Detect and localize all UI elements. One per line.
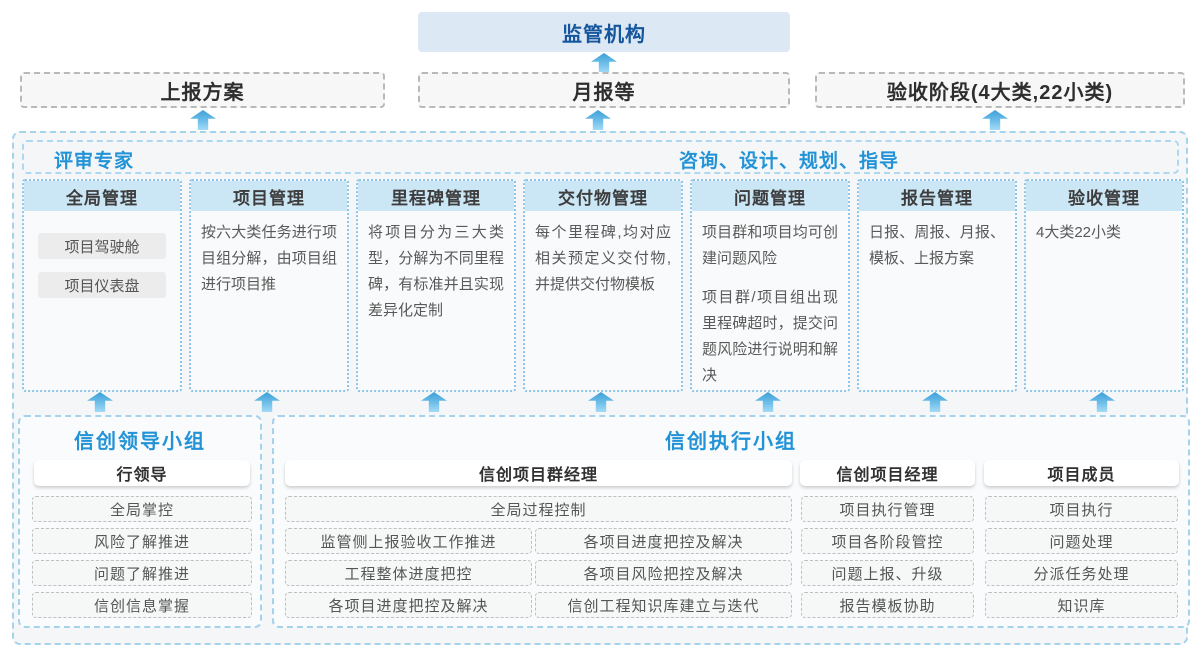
- execution-group-title: 信创执行小组: [665, 431, 797, 453]
- duty-item: 报告模板协助: [801, 592, 974, 618]
- column-title: 交付物管理: [525, 181, 681, 211]
- duty-item: 分派任务处理: [985, 560, 1178, 586]
- column-description: 项目群和项目均可创建问题风险: [702, 224, 838, 267]
- column-description: 每个里程碑,均对应相关预定义交付物,并提供交付物模板: [535, 224, 671, 293]
- duty-item: 知识库: [985, 592, 1178, 618]
- feature-pill: 项目仪表盘: [38, 272, 166, 298]
- column-title: 里程碑管理: [358, 181, 514, 211]
- duty-item: 监管侧上报验收工作推进: [285, 528, 532, 554]
- duty-item: 信创信息掌握: [32, 592, 252, 618]
- up-arrow-icon: [190, 110, 216, 130]
- duty-item: 风险了解推进: [32, 528, 252, 554]
- expert-role-band: 评审专家 咨询、设计、规划、指导: [22, 140, 1179, 174]
- duty-item: 全局过程控制: [285, 496, 792, 522]
- column-description: 日报、周报、月报、模板、上报方案: [869, 224, 1005, 267]
- consulting-label: 咨询、设计、规划、指导: [679, 151, 900, 172]
- report-box-plan: 上报方案: [20, 72, 385, 108]
- duty-item: 项目执行管理: [801, 496, 974, 522]
- review-expert-label: 评审专家: [54, 151, 135, 172]
- column-description: 将项目分为三大类型，分解为不同里程碑，有标准并且实现差异化定制: [368, 224, 504, 319]
- duty-item: 项目各阶段管控: [801, 528, 974, 554]
- duty-item: 问题了解推进: [32, 560, 252, 586]
- regulator-box: 监管机构: [418, 12, 790, 52]
- role-pill-project-manager: 信创项目经理: [800, 460, 975, 486]
- execution-group: 信创执行小组 信创项目群经理 全局过程控制 监管侧上报验收工作推进 工程整体进度…: [272, 415, 1190, 628]
- column-issue-management: 问题管理 项目群和项目均可创建问题风险 项目群/项目组出现里程碑超时，提交问题风…: [690, 179, 850, 392]
- column-acceptance-management: 验收管理 4大类22小类: [1024, 179, 1184, 392]
- column-global-management: 全局管理 项目驾驶舱 项目仪表盘: [22, 179, 182, 392]
- report-box-acceptance: 验收阶段(4大类,22小类): [815, 72, 1185, 108]
- leadership-group: 信创领导小组 行领导 全局掌控 风险了解推进 问题了解推进 信创信息掌握: [18, 415, 262, 628]
- role-pill-project-member: 项目成员: [984, 460, 1179, 486]
- duty-item: 各项目风险把控及解决: [535, 560, 792, 586]
- column-report-management: 报告管理 日报、周报、月报、模板、上报方案: [857, 179, 1017, 392]
- column-description: 按六大类任务进行项目组分解，由项目组进行项目推: [201, 224, 337, 293]
- column-title: 问题管理: [692, 181, 848, 211]
- column-title: 项目管理: [191, 181, 347, 211]
- column-milestone-management: 里程碑管理 将项目分为三大类型，分解为不同里程碑，有标准并且实现差异化定制: [356, 179, 516, 392]
- duty-item: 全局掌控: [32, 496, 252, 522]
- role-pill-bank-leader: 行领导: [34, 460, 250, 486]
- duty-item: 问题上报、升级: [801, 560, 974, 586]
- duty-item: 各项目进度把控及解决: [535, 528, 792, 554]
- column-description: 项目群/项目组出现里程碑超时，提交问题风险进行说明和解决: [702, 288, 838, 384]
- leadership-group-title: 信创领导小组: [74, 431, 206, 453]
- duty-item: 项目执行: [985, 496, 1178, 522]
- report-box-monthly: 月报等: [418, 72, 790, 108]
- column-deliverable-management: 交付物管理 每个里程碑,均对应相关预定义交付物,并提供交付物模板: [523, 179, 683, 392]
- column-title: 全局管理: [24, 181, 180, 211]
- column-title: 报告管理: [859, 181, 1015, 211]
- feature-pill: 项目驾驶舱: [38, 233, 166, 259]
- duty-item: 工程整体进度把控: [285, 560, 532, 586]
- up-arrow-icon: [982, 110, 1008, 130]
- duty-item: 信创工程知识库建立与迭代: [535, 592, 792, 618]
- duty-item: 问题处理: [985, 528, 1178, 554]
- column-title: 验收管理: [1026, 181, 1182, 211]
- column-description: 4大类22小类: [1036, 224, 1122, 241]
- role-pill-program-manager: 信创项目群经理: [285, 460, 792, 486]
- duty-item: 各项目进度把控及解决: [285, 592, 532, 618]
- column-project-management: 项目管理 按六大类任务进行项目组分解，由项目组进行项目推: [189, 179, 349, 392]
- up-arrow-icon: [591, 53, 617, 73]
- up-arrow-icon: [585, 110, 611, 130]
